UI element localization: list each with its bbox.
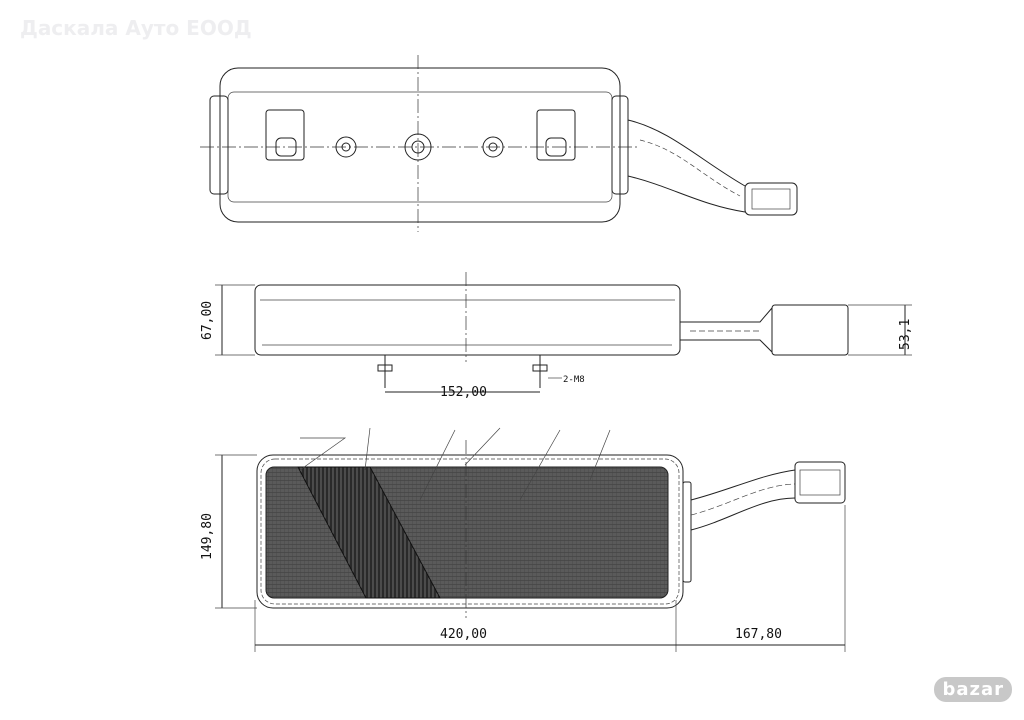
side-view: 152,00 2-M8 67,00 53,1	[200, 272, 913, 400]
dim-stud-thread: 2-M8	[563, 375, 585, 385]
plug-side	[771, 304, 849, 356]
front-view: 149,80 420,00 167,80	[200, 427, 846, 652]
reflector-triangle	[297, 466, 441, 599]
vent-right	[482, 136, 504, 158]
dim-stud-spacing: 152,00	[440, 385, 487, 400]
dim-cable-length: 167,80	[735, 627, 782, 642]
top-view	[200, 55, 798, 232]
center-vent	[404, 133, 432, 161]
dim-front-height: 149,80	[200, 513, 215, 560]
dim-side-height: 67,00	[200, 301, 215, 340]
stud-left	[377, 355, 393, 388]
connector-left	[265, 109, 305, 161]
plug-top	[744, 182, 798, 216]
stud-right	[532, 355, 548, 388]
watermark: Даскала Ауто ЕООД	[20, 16, 252, 40]
plug-front	[794, 461, 846, 504]
vent-left	[335, 136, 357, 158]
dim-plug-height: 53,1	[898, 319, 913, 350]
connector-right	[536, 109, 576, 161]
dim-body-length: 420,00	[440, 627, 487, 642]
bazar-logo: bazar	[934, 677, 1012, 702]
cable-top	[627, 119, 746, 187]
